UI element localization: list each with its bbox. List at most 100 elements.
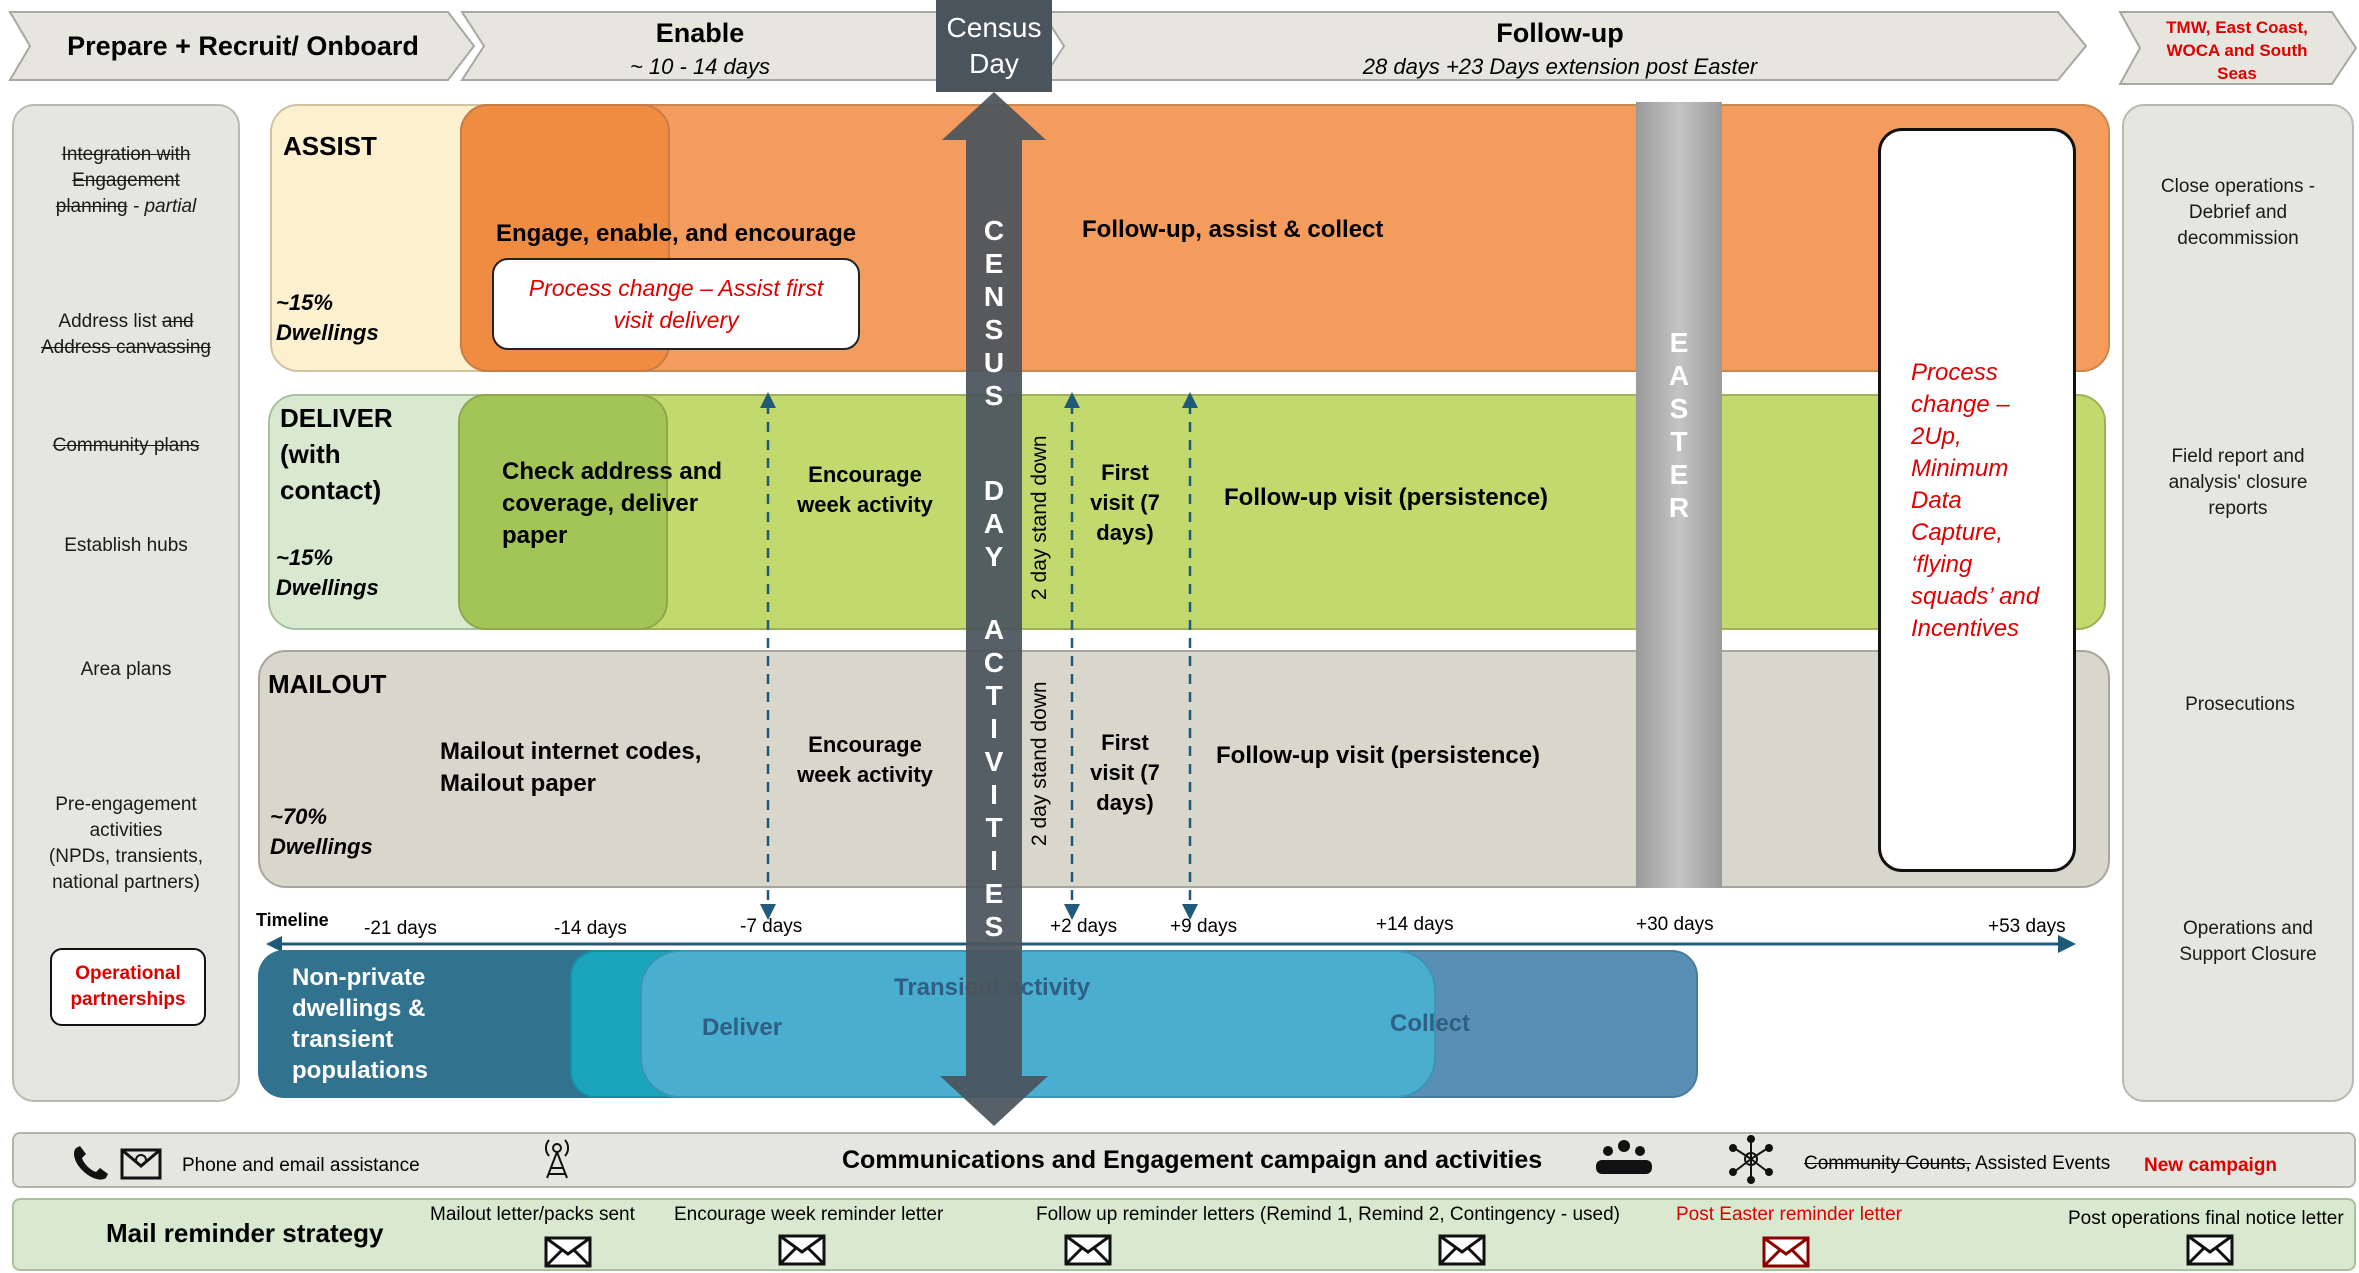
- arrowhead-up: [1064, 392, 1080, 408]
- mailout-lane: [258, 650, 2110, 888]
- deliver-check-line: paper: [502, 522, 568, 549]
- right-item-operations-closure: Operations and Support Closure: [2122, 916, 2359, 968]
- census-letter: [966, 412, 1022, 474]
- left-item-text: planning: [55, 196, 128, 217]
- comms-title: Communications and Engagement campaign a…: [842, 1146, 1543, 1174]
- phase-enable-title: Enable: [655, 18, 745, 48]
- deliver-first-line: days): [1096, 520, 1154, 545]
- process-change-line: Capture,: [1911, 519, 2004, 546]
- process-change-line: Data: [1911, 487, 1962, 514]
- mailout-codes-line: Mailout paper: [440, 770, 597, 797]
- left-item-text: (NPDs, transients,: [48, 846, 204, 867]
- assist-followup-text: Follow-up, assist & collect: [1082, 216, 1384, 243]
- easter-letter: T: [1670, 426, 1688, 457]
- email-icon: [120, 1148, 162, 1180]
- mail-item-mailout: Mailout letter/packs sent: [430, 1204, 635, 1225]
- comms-events-text: Community Counts, Assisted Events: [1804, 1153, 2110, 1175]
- npd-collect-text: Collect: [1390, 1010, 1471, 1037]
- deliver-label-line: (with: [280, 439, 341, 469]
- left-item-text: and: [161, 311, 194, 332]
- mail-item-final-notice: Post operations final notice letter: [2068, 1208, 2344, 1229]
- phase-prepare-arrow: [8, 11, 476, 81]
- right-item-text: Close operations -: [2160, 176, 2316, 197]
- envelope-icon: [1064, 1234, 1112, 1266]
- assist-pct-line: ~15%: [276, 290, 333, 315]
- comms-phone-text: Phone and email assistance: [182, 1155, 420, 1176]
- operational-partnerships-text: Operational: [75, 963, 181, 984]
- timeline-tick: +53 days: [1988, 916, 2066, 937]
- census-letter: V: [984, 746, 1004, 777]
- phase-tmw-arrow: [2118, 11, 2358, 85]
- process-change-line: Minimum: [1911, 455, 2009, 482]
- process-change-line: Process: [1911, 359, 1998, 386]
- arrowhead-up: [1182, 392, 1198, 408]
- right-item-text: reports: [2208, 498, 2268, 519]
- mail-item-encourage: Encourage week reminder letter: [674, 1204, 944, 1225]
- census-letter: S: [984, 380, 1004, 411]
- right-item-prosecutions: Prosecutions: [2185, 694, 2295, 715]
- mailout-pct-line: Dwellings: [270, 834, 373, 859]
- left-item-text: Pre-engagement: [55, 794, 197, 815]
- deliver-pct-line: Dwellings: [276, 575, 379, 600]
- deliver-encourage-line: Encourage: [808, 462, 922, 487]
- assist-engage-text: Engage, enable, and encourage: [496, 220, 857, 247]
- mail-bar: [12, 1198, 2356, 1271]
- census-letter: Y: [984, 541, 1004, 572]
- timeline-tick: -14 days: [554, 918, 627, 939]
- envelope-icon: [544, 1236, 592, 1268]
- npd-label: Non-private dwellings & transient popula…: [292, 962, 428, 1086]
- census-day-text: Census: [946, 12, 1042, 43]
- npd-label-line: dwellings &: [292, 995, 426, 1022]
- deliver-first-visit-text: First visit (7 days): [1082, 458, 1168, 548]
- timeline-tick: +2 days: [1050, 916, 1118, 937]
- census-letter: I: [990, 713, 998, 744]
- assist-label: ASSIST: [283, 131, 377, 161]
- mailout-encourage-line: Encourage: [808, 732, 922, 757]
- process-change-line: change –: [1911, 391, 2010, 418]
- easter-letter: R: [1668, 492, 1690, 523]
- operational-partnerships-box: Operational partnerships: [50, 948, 206, 1026]
- deliver-lane: [460, 394, 2106, 630]
- arrowhead-up: [760, 392, 776, 408]
- deliver-label-line: contact): [280, 475, 382, 505]
- census-letter: I: [990, 845, 998, 876]
- census-letter: [966, 573, 1022, 613]
- right-item-close-operations: Close operations - Debrief and decommiss…: [2122, 174, 2354, 252]
- phase-tmw: TMW, East Coast, WOCA and South Seas: [2118, 8, 2358, 88]
- npd-label-line: Non-private: [292, 964, 426, 991]
- arrowhead-down: [1064, 904, 1080, 920]
- census-letter: A: [983, 508, 1005, 539]
- phase-followup: Follow-up 28 days +23 Days extension pos…: [1040, 8, 2090, 84]
- census-letter: U: [983, 347, 1005, 378]
- timeline-arrow-right: [2058, 935, 2076, 953]
- timeline-tick: -21 days: [364, 918, 437, 939]
- phase-followup-title: Follow-up: [1496, 18, 1624, 48]
- deliver-check-box: [458, 394, 668, 630]
- right-item-text: Debrief and: [2188, 202, 2288, 223]
- phase-followup-arrow: [1040, 11, 2088, 81]
- mailout-first-visit-text: First visit (7 days): [1082, 728, 1168, 818]
- arrowhead-down: [1182, 904, 1198, 920]
- deliver-pct: ~15% Dwellings: [276, 543, 379, 603]
- arrowhead-down: [760, 904, 776, 920]
- mail-title: Mail reminder strategy: [106, 1218, 384, 1248]
- easter-letter: E: [1669, 459, 1689, 490]
- left-item-text: Address canvassing: [40, 337, 212, 358]
- right-item-field-report: Field report and analysis' closure repor…: [2122, 444, 2354, 522]
- right-item-text: decommission: [2177, 228, 2299, 249]
- left-item-text: Address list: [58, 311, 162, 332]
- right-item-text: Support Closure: [2179, 944, 2317, 965]
- tmw-line: Seas: [2217, 64, 2257, 83]
- left-panel: [12, 104, 240, 1102]
- timeline-tick: +9 days: [1170, 916, 1238, 937]
- census-arrow-shape: [940, 92, 1048, 1126]
- deliver-label: DELIVER (with contact): [280, 400, 393, 508]
- deliver-first-line: visit (7: [1090, 490, 1160, 515]
- left-item-pre-engagement: Pre-engagement activities (NPDs, transie…: [12, 792, 240, 896]
- envelope-red-icon: [1762, 1236, 1810, 1268]
- left-item-area-plans: Area plans: [80, 659, 172, 680]
- mail-item-followup: Follow up reminder letters (Remind 1, Re…: [1036, 1204, 1620, 1225]
- left-item-text: Integration with: [61, 144, 191, 165]
- phase-prepare: Prepare + Recruit/ Onboard: [8, 8, 478, 84]
